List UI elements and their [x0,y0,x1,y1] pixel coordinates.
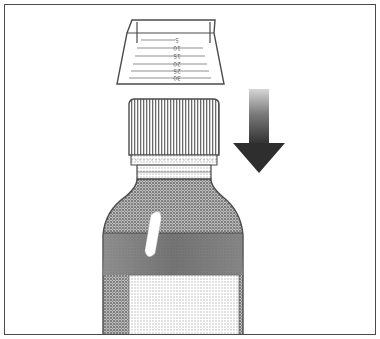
illustration-frame: 5 10 15 20 25 30 [4,4,376,335]
cup-graduation-label: 15 [173,52,181,59]
bottle-cap [129,99,219,165]
instruction-illustration: 5 10 15 20 25 30 [5,5,376,335]
cup-graduation-label: 25 [173,67,181,74]
arrow-down-icon [233,89,285,173]
cup-graduation-label: 20 [173,60,181,67]
cup-graduation-label: 10 [173,44,181,51]
measuring-cup: 5 10 15 20 25 30 [117,20,224,84]
bottle [103,165,243,335]
cup-graduation-label: 30 [173,74,181,81]
cup-graduation-label: 5 [175,36,179,43]
